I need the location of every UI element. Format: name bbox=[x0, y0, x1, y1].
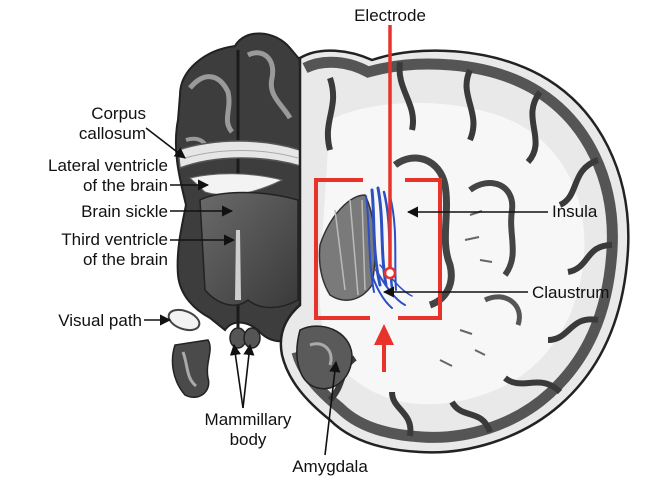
leader-mammillary-2 bbox=[243, 345, 250, 408]
label-electrode: Electrode bbox=[340, 6, 440, 26]
label-lateral-ventricle-line2: of the brain bbox=[0, 176, 168, 196]
deep-grey-matter bbox=[200, 193, 298, 308]
amygdala-shape bbox=[297, 326, 352, 389]
label-corpus-callosum-line1: Corpus bbox=[0, 104, 146, 124]
label-lateral-ventricle-line1: Lateral ventricle bbox=[0, 156, 168, 176]
label-brain-sickle: Brain sickle bbox=[0, 202, 168, 222]
label-mammillary-body-line2: body bbox=[193, 430, 303, 450]
leader-mammillary-1 bbox=[234, 345, 243, 408]
label-third-ventricle-line2: of the brain bbox=[0, 250, 168, 270]
label-claustrum: Claustrum bbox=[532, 283, 609, 303]
mammillary-body-right bbox=[244, 328, 260, 348]
label-mammillary-body-line1: Mammillary bbox=[193, 410, 303, 430]
label-visual-path: Visual path bbox=[0, 311, 142, 331]
label-third-ventricle-line1: Third ventricle bbox=[0, 230, 168, 250]
label-amygdala: Amygdala bbox=[280, 457, 380, 477]
left-temporal-lobe bbox=[172, 340, 210, 397]
electrode-tip bbox=[385, 268, 395, 278]
label-corpus-callosum-line2: callosum bbox=[0, 124, 146, 144]
third-ventricle bbox=[235, 230, 241, 300]
label-insula: Insula bbox=[552, 202, 597, 222]
